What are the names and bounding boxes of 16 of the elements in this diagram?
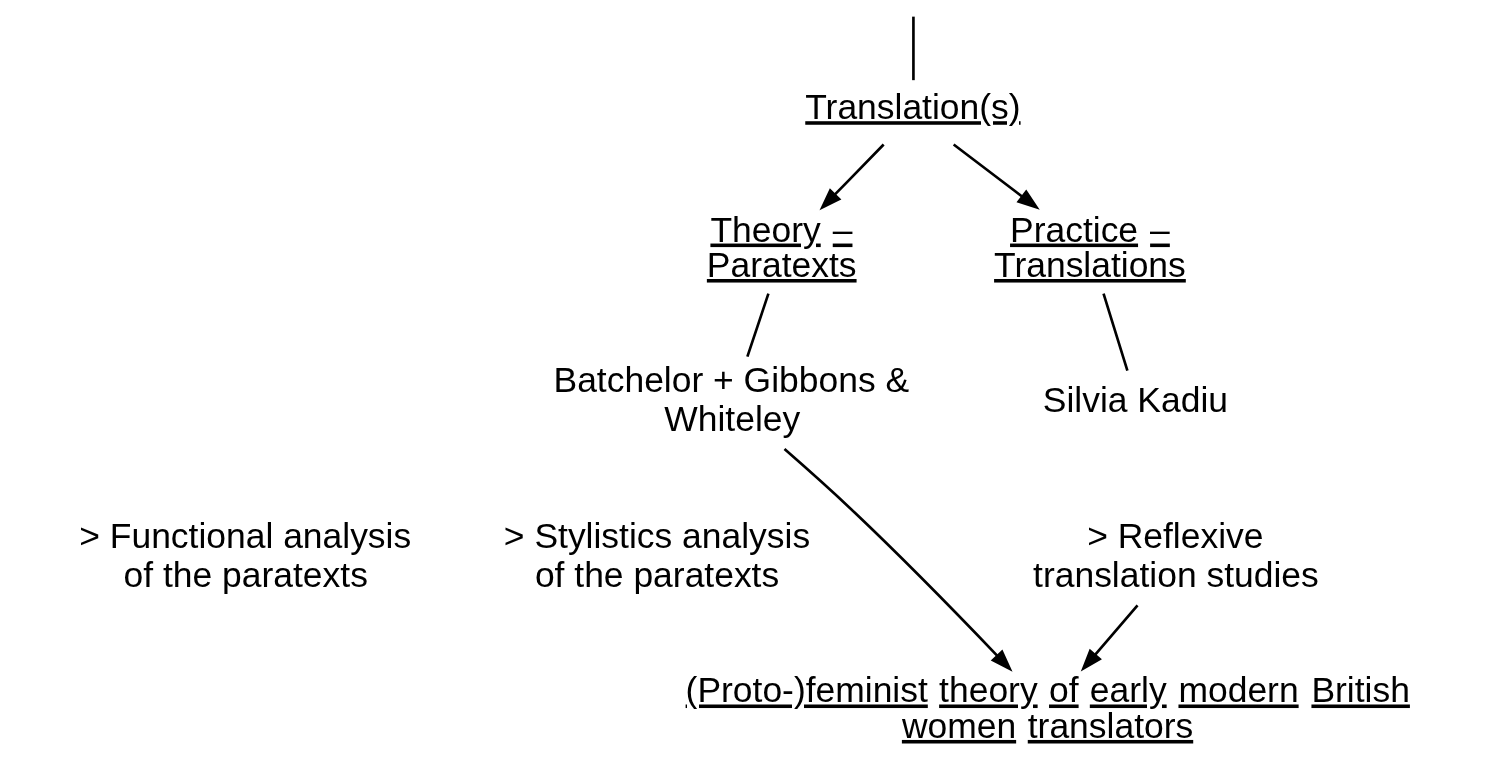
node-text: Practice – Translations: [994, 209, 1186, 285]
arrow: [1080, 604, 1139, 672]
node-text: > Stylistics analysis of the paratexts: [503, 516, 811, 596]
node-text: > Functional analysis of the paratexts: [79, 516, 412, 596]
connector: [746, 293, 770, 358]
arrow: [783, 448, 1013, 672]
arrow: [952, 143, 1040, 210]
connector: [1102, 293, 1129, 372]
arrow: [819, 143, 885, 211]
node-text: Translation(s): [805, 87, 1021, 128]
node-text: > Reflexive translation studies: [1033, 516, 1319, 596]
node-text: Batchelor + Gibbons & Whiteley: [553, 360, 910, 440]
node-text: Silvia Kadiu: [1042, 379, 1229, 420]
connector: [912, 16, 915, 81]
node-text: Theory – Paratexts: [706, 209, 857, 285]
node-text: (Proto-)feminist theory of early modern British women translators: [685, 670, 1410, 746]
